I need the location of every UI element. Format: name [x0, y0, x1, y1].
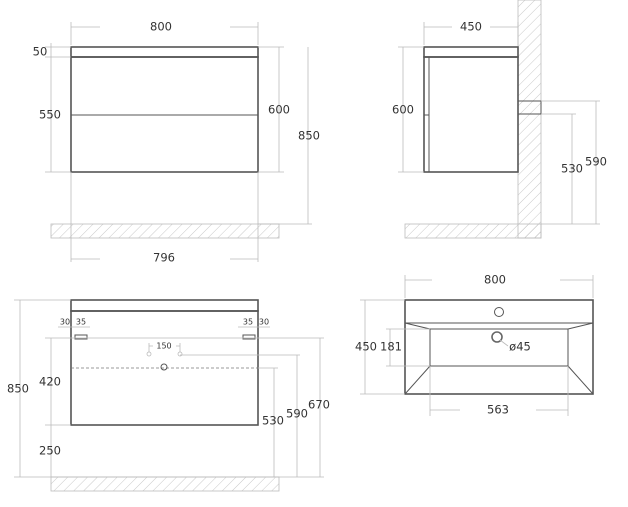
basin-edges	[404, 322, 594, 395]
cabinet-body	[423, 56, 519, 173]
countertop	[70, 46, 259, 58]
dim-depth: 450	[355, 340, 377, 354]
dim-body-height: 550	[39, 108, 61, 122]
dim-supply-height: 590	[585, 155, 607, 169]
dim-cabinet-height: 600	[392, 103, 414, 117]
mounting-view: 30 35 35 30 150 850 420 250 530 590 670	[7, 299, 330, 492]
dim-drain-diameter: ø45	[509, 340, 531, 354]
drain-hole	[491, 331, 503, 343]
dim-right-edge: 30	[259, 318, 269, 327]
wall-hatch	[517, 0, 542, 239]
dim-right-offset: 35	[243, 318, 253, 327]
dim-bowl-width: 563	[487, 403, 509, 417]
dim-floor-gap: 250	[39, 444, 61, 458]
dim-drain-height: 530	[262, 414, 284, 428]
bracket-right	[242, 334, 256, 340]
floor-hatch	[50, 223, 280, 239]
drain-point	[160, 363, 168, 371]
countertop	[423, 46, 519, 58]
dim-left-edge: 30	[60, 318, 70, 327]
side-view: 450 600 530 590	[392, 0, 607, 239]
dim-width: 800	[484, 273, 506, 287]
dim-total-height: 850	[298, 129, 320, 143]
dim-cabinet-height: 600	[268, 103, 290, 117]
countertop	[70, 299, 259, 312]
tap-hole	[494, 307, 504, 317]
dim-bracket-height: 670	[308, 398, 330, 412]
dim-pipe-spacing: 150	[156, 342, 171, 351]
dim-total-height: 850	[7, 382, 29, 396]
floor-hatch	[50, 476, 280, 492]
dim-depth: 450	[460, 20, 482, 34]
bracket-left	[74, 334, 88, 340]
cabinet-body	[70, 310, 259, 426]
dim-cabinet-drop: 420	[39, 375, 61, 389]
dim-inner-width: 796	[153, 251, 175, 265]
floor-hatch	[404, 223, 542, 239]
basin-bowl	[429, 328, 569, 367]
dim-top-height: 50	[33, 45, 48, 59]
basin-outline	[404, 299, 594, 395]
dim-drain-height: 530	[561, 162, 583, 176]
dim-bowl-depth: 181	[380, 340, 402, 354]
basin-top-view: 800 450 181 ø45 563	[355, 273, 594, 417]
dim-left-offset: 35	[76, 318, 86, 327]
dim-supply-height: 590	[286, 407, 308, 421]
front-view: 800 50 550 600 850 796	[33, 20, 320, 265]
dim-width: 800	[150, 20, 172, 34]
